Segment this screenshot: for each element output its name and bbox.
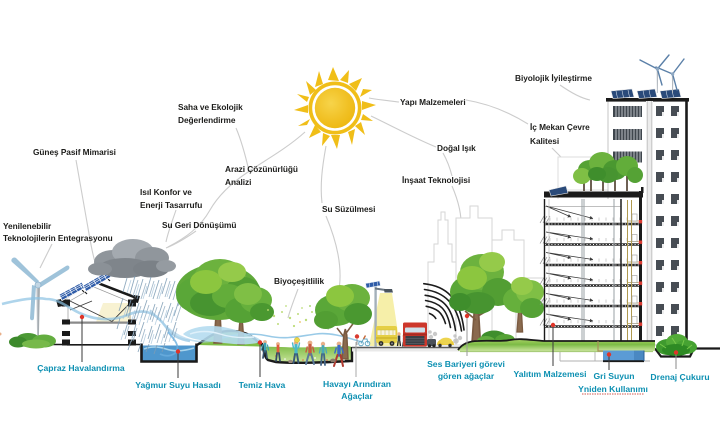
svg-text:Ses Bariyeri görevi: Ses Bariyeri görevi <box>427 359 505 369</box>
svg-text:Çapraz Havalandırma: Çapraz Havalandırma <box>37 363 125 373</box>
svg-text:Biyoçeşitlilik: Biyoçeşitlilik <box>274 276 324 286</box>
svg-text:Isıl Konfor ve: Isıl Konfor ve <box>140 187 192 197</box>
svg-text:Yağmur Suyu Hasadı: Yağmur Suyu Hasadı <box>135 380 221 390</box>
svg-text:Ağaçlar: Ağaçlar <box>341 391 373 401</box>
svg-text:İç Mekan Çevre: İç Mekan Çevre <box>530 122 590 132</box>
svg-text:Doğal Işık: Doğal Işık <box>437 143 476 153</box>
svg-text:Yapı Malzemeleri: Yapı Malzemeleri <box>400 97 466 107</box>
svg-text:Su Süzülmesi: Su Süzülmesi <box>322 204 375 214</box>
svg-text:Değerlendirme: Değerlendirme <box>178 115 236 125</box>
svg-text:Enerji Tasarrufu: Enerji Tasarrufu <box>140 200 202 210</box>
svg-text:Su Geri Dönüşümü: Su Geri Dönüşümü <box>162 220 236 230</box>
svg-text:Yniden Kullanımı: Yniden Kullanımı <box>578 384 648 394</box>
svg-text:Analizi: Analizi <box>225 177 251 187</box>
svg-text:gören ağaçlar: gören ağaçlar <box>438 371 495 381</box>
svg-text:Drenaj Çukuru: Drenaj Çukuru <box>650 372 709 382</box>
svg-text:Kalitesi: Kalitesi <box>530 136 559 146</box>
svg-text:Yalıtım Malzemesi: Yalıtım Malzemesi <box>513 369 586 379</box>
svg-text:Biyolojik İyileştirme: Biyolojik İyileştirme <box>515 73 592 83</box>
svg-text:Yenilenebilir: Yenilenebilir <box>3 221 52 231</box>
svg-text:Arazi Çözünürlüğü: Arazi Çözünürlüğü <box>225 164 298 174</box>
svg-text:Teknolojilerin Entegrasyonu: Teknolojilerin Entegrasyonu <box>3 233 113 243</box>
svg-text:İnşaat Teknolojisi: İnşaat Teknolojisi <box>402 175 470 185</box>
svg-text:Güneş Pasif Mimarisi: Güneş Pasif Mimarisi <box>33 147 116 157</box>
svg-text:Temiz Hava: Temiz Hava <box>239 380 286 390</box>
svg-text:Havayı Arındıran: Havayı Arındıran <box>323 379 391 389</box>
svg-text:Saha ve Ekolojik: Saha ve Ekolojik <box>178 102 243 112</box>
svg-text:Gri Suyun: Gri Suyun <box>593 371 634 381</box>
